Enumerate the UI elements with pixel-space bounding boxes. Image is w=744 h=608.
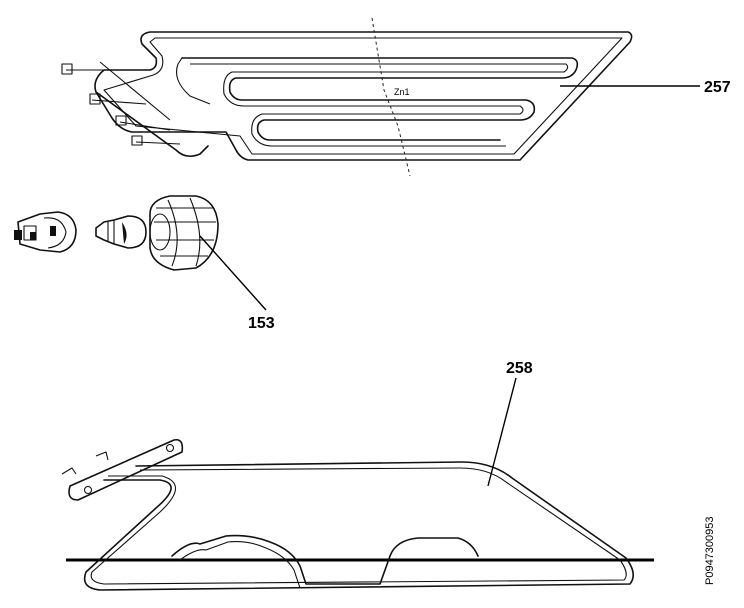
oven-lamp-assembly (14, 195, 219, 271)
leader-258 (487, 377, 517, 487)
part-number-258: 258 (506, 360, 533, 377)
part-number-153: 153 (248, 315, 275, 332)
part-number-257: 257 (704, 79, 731, 96)
temperature-mark: Zn1 (394, 87, 410, 97)
reference-code: P0947300953 (704, 516, 716, 585)
leader-153 (199, 235, 267, 311)
bottom-heating-element (61, 438, 654, 591)
top-heating-element: Zn1 (61, 17, 633, 177)
